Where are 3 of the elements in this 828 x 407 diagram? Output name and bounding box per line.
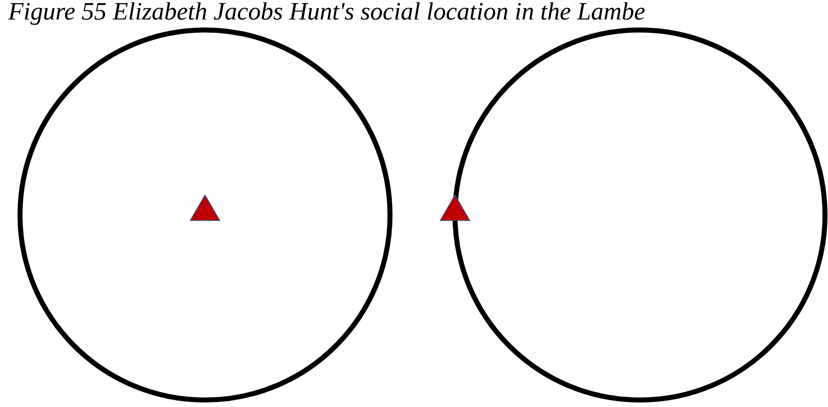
- circle: [18, 28, 392, 402]
- circle: [452, 28, 828, 402]
- figure-title: Figure 55 Elizabeth Jacobs Hunt's social location in the Lambe: [8, 2, 645, 25]
